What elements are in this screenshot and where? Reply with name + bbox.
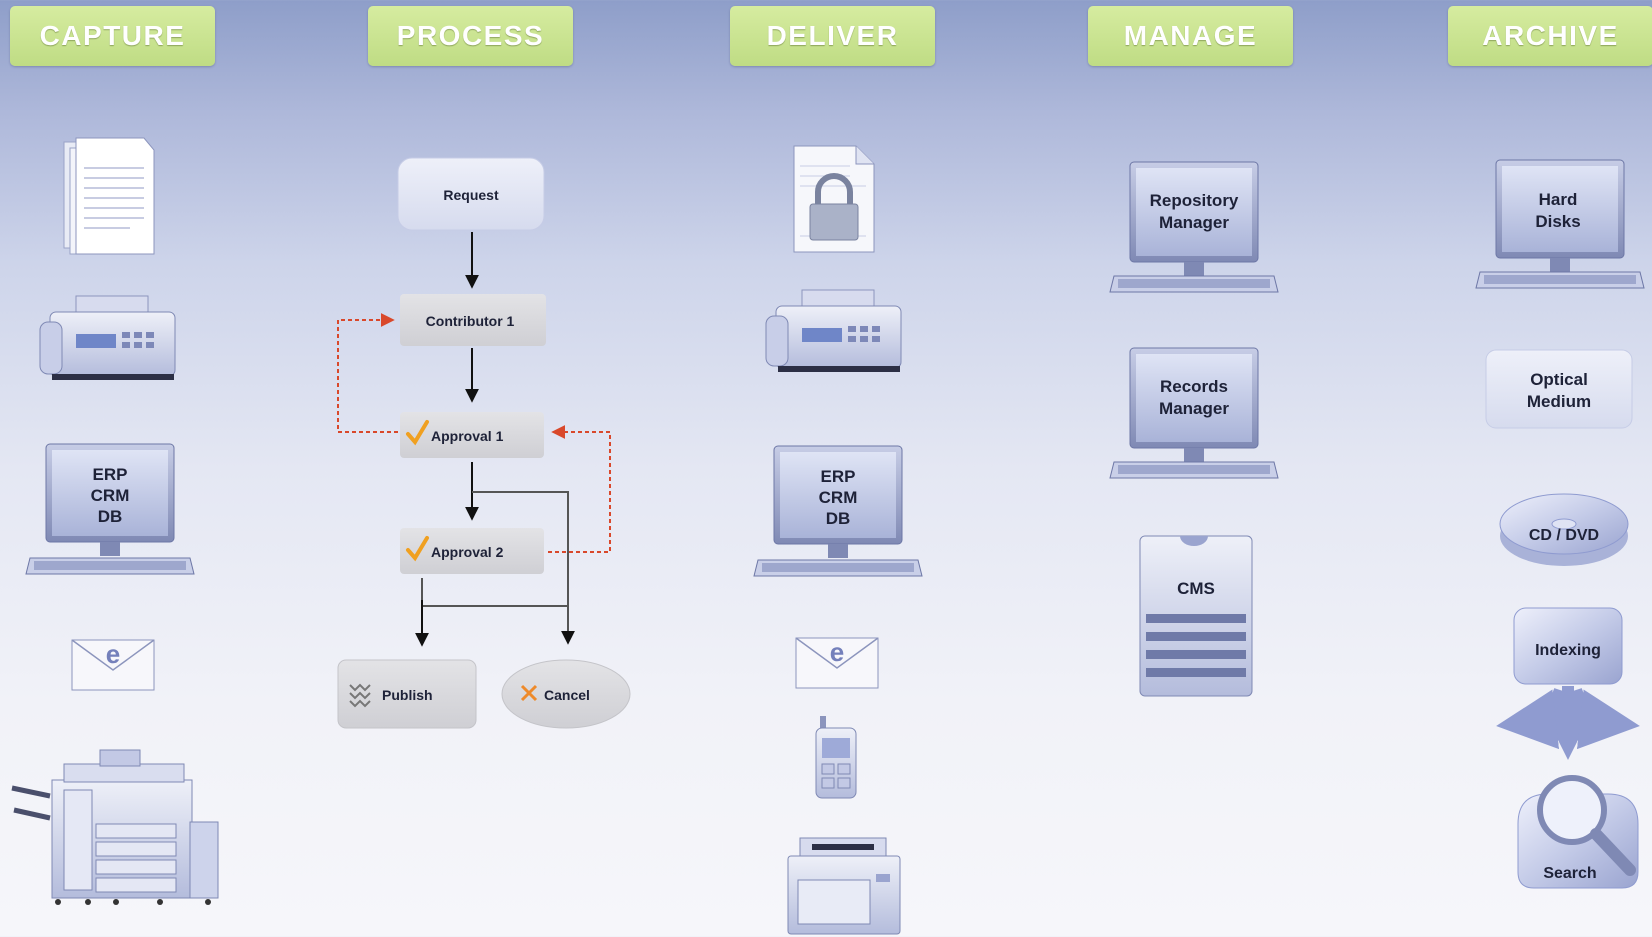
- deliver-email-glyph: e: [830, 637, 844, 667]
- repository-label-line2: Manager: [1159, 213, 1229, 232]
- search-label: Search: [1543, 865, 1596, 882]
- approval1-node: Approval 1: [400, 412, 544, 458]
- hard-disks-label-line1: Hard: [1539, 190, 1578, 209]
- contributor-node: Contributor 1: [400, 294, 546, 346]
- deliver-fax-machine-icon: [765, 289, 902, 372]
- pda-icon: [815, 716, 857, 799]
- records-manager-computer-icon: Records Manager: [1109, 347, 1279, 479]
- arrow-approval1-to-cancel: [472, 491, 575, 645]
- capture-db-label: DB: [98, 507, 123, 526]
- indexing-arrows-icon: Indexing: [1496, 607, 1640, 760]
- header-manage: MANAGE: [1088, 6, 1293, 66]
- request-label: Request: [443, 187, 499, 203]
- cms-server-tower-icon: CMS: [1139, 535, 1253, 697]
- magnifier-search-icon: Search: [1517, 775, 1639, 889]
- fax-machine-icon: [39, 295, 176, 380]
- approval2-node: Approval 2: [400, 528, 544, 574]
- cd-dvd-label: CD / DVD: [1529, 527, 1599, 544]
- header-archive-label: ARCHIVE: [1482, 20, 1619, 51]
- request-node: Request: [397, 157, 545, 231]
- approval2-label: Approval 2: [431, 544, 504, 560]
- reject-loop-approval1: [337, 313, 398, 433]
- optical-label-line1: Optical: [1530, 370, 1588, 389]
- approval1-label: Approval 1: [431, 428, 504, 444]
- check-icon: [406, 420, 429, 446]
- indexing-label: Indexing: [1535, 642, 1601, 659]
- deliver-email-icon: e: [795, 637, 879, 689]
- header-capture: CAPTURE: [10, 6, 215, 66]
- header-capture-label: CAPTURE: [39, 20, 186, 51]
- capture-computer-icon: ERP CRM DB: [25, 443, 195, 575]
- header-process: PROCESS: [368, 6, 573, 66]
- header-process-label: PROCESS: [396, 20, 545, 51]
- x-icon: [520, 684, 538, 702]
- deliver-crm-label: CRM: [819, 488, 858, 507]
- publish-icon: [349, 683, 371, 708]
- repository-label-line1: Repository: [1150, 191, 1239, 210]
- publish-label: Publish: [382, 687, 433, 703]
- optical-label-line2: Medium: [1527, 392, 1591, 411]
- header-archive: ARCHIVE: [1448, 6, 1652, 66]
- deliver-db-label: DB: [826, 509, 851, 528]
- cms-label: CMS: [1177, 579, 1215, 598]
- locked-document-icon: [793, 145, 875, 253]
- header-manage-label: MANAGE: [1123, 20, 1258, 51]
- hard-disks-label-line2: Disks: [1535, 212, 1580, 231]
- hard-disks-computer-icon: Hard Disks: [1475, 159, 1645, 289]
- workflow-diagram: Request Contributor 1 Approval 1 Approva…: [337, 157, 631, 729]
- capture-crm-label: CRM: [91, 486, 130, 505]
- optical-medium-box: Optical Medium: [1485, 349, 1633, 429]
- cancel-label: Cancel: [544, 687, 590, 703]
- check-icon: [406, 536, 429, 562]
- contributor-label: Contributor 1: [426, 313, 515, 329]
- connector-approval2-branch: [421, 578, 568, 607]
- cd-dvd-icon: CD / DVD: [1499, 493, 1629, 566]
- records-label-line2: Manager: [1159, 399, 1229, 418]
- printer-icon: [787, 837, 901, 935]
- repository-manager-computer-icon: Repository Manager: [1109, 161, 1279, 293]
- deliver-erp-label: ERP: [821, 467, 856, 486]
- records-label-line1: Records: [1160, 377, 1228, 396]
- deliver-computer-icon: ERP CRM DB: [753, 445, 923, 577]
- header-deliver: DELIVER: [730, 6, 935, 66]
- document-stack-icon: [63, 137, 155, 255]
- copier-icon: [11, 749, 219, 905]
- capture-email-icon: e: [71, 639, 155, 691]
- capture-email-glyph: e: [106, 639, 120, 669]
- publish-node: Publish: [337, 659, 477, 729]
- reject-loop-approval2: [548, 425, 611, 553]
- capture-erp-label: ERP: [93, 465, 128, 484]
- header-deliver-label: DELIVER: [766, 20, 899, 51]
- cancel-node: Cancel: [501, 659, 631, 729]
